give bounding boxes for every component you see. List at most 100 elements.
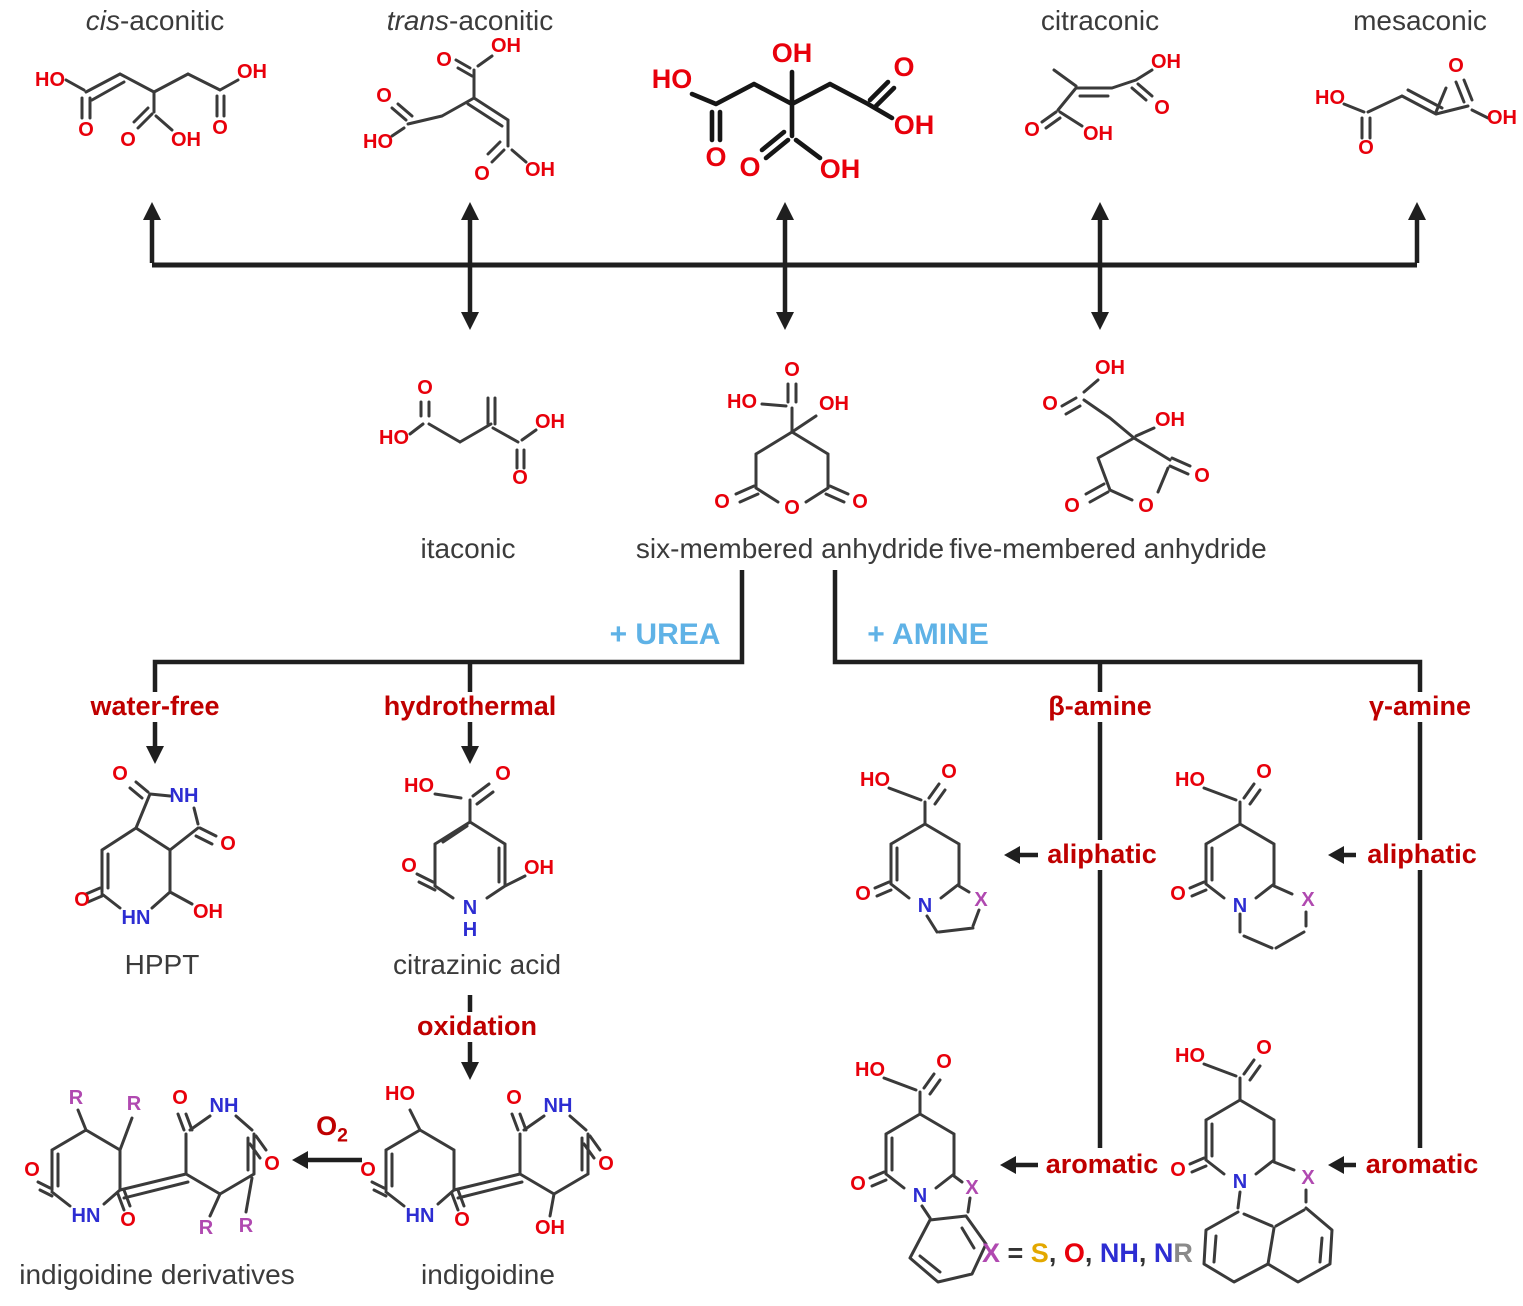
atom-label: OH (819, 393, 849, 415)
atom-label: OH (1155, 409, 1185, 431)
label-citrazinic-acid: citrazinic acid (392, 949, 562, 980)
atom-label: O (172, 1087, 188, 1109)
atom-label: O (376, 85, 392, 107)
arrowheads (143, 202, 1426, 1174)
atom-label: O (1358, 137, 1374, 159)
atom-label: O (1256, 761, 1272, 783)
atom-label: O (1042, 393, 1058, 415)
structure-gamma-amine-aliphatic-product: HO O O N X (1170, 761, 1315, 950)
atom-label: NH (170, 785, 199, 807)
atom-label: OH (491, 35, 521, 57)
structure-indigoidine: HO O NH O O HN OH O (360, 1083, 614, 1239)
legend-nr-r: R (1173, 1238, 1193, 1268)
label-o2-base: O (316, 1111, 338, 1141)
label-aliphatic-gamma: aliphatic (1361, 839, 1483, 870)
atom-label: O (78, 119, 94, 141)
legend-equals: = (1000, 1238, 1031, 1268)
label-plus-amine: + AMINE (867, 618, 989, 651)
atom-label: X (1301, 889, 1315, 911)
atom-label: O (506, 1087, 522, 1109)
structure-indigoidine-derivatives: R R O NH O O HN O R R (24, 1087, 280, 1239)
label-indigoidine: indigoidine (421, 1259, 555, 1290)
atom-label: OH (1083, 123, 1113, 145)
atom-label: O (220, 833, 236, 855)
atom-label: HO (385, 1083, 415, 1105)
vertical-connectors (149, 218, 1420, 314)
atom-label: O (598, 1153, 614, 1175)
atom-label: N (1233, 1171, 1247, 1193)
atom-label: OH (525, 159, 555, 181)
label-aromatic-beta: aromatic (1039, 1149, 1165, 1180)
atom-label: HO (35, 69, 65, 91)
label-mesaconic: mesaconic (1353, 5, 1487, 36)
atom-label: HO (1175, 1045, 1205, 1067)
atom-label: O (436, 49, 452, 71)
atom-label: HO (363, 131, 393, 153)
atom-label: HO (1175, 769, 1205, 791)
atom-label: O (1064, 495, 1080, 517)
label-six-membered-anhydride: six-membered anhydride (635, 533, 945, 564)
atom-label: O (1138, 495, 1154, 517)
label-cis-aconitic: cis-aconitic (85, 5, 225, 37)
atom-label: O (212, 117, 228, 139)
atom-label: O (495, 763, 511, 785)
atom-label: N (918, 895, 932, 917)
label-trans-aconitic-suffix: -aconitic (448, 5, 554, 36)
structure-hppt: O NH O O HN OH (74, 763, 236, 929)
atom-label: O (454, 1209, 470, 1231)
atom-label: O (1170, 1159, 1186, 1181)
label-cis-aconitic-prefix: cis (85, 5, 120, 36)
atom-label: OH (171, 129, 201, 151)
atom-label: O (714, 491, 730, 513)
structure-beta-amine-aliphatic-product: HO O O N X (855, 761, 988, 934)
label-beta-amine: β-amine (1042, 691, 1158, 722)
atom-label: HN (406, 1205, 435, 1227)
label-hydrothermal: hydrothermal (377, 691, 563, 722)
aliphatic-aromatic-arrow-lines (1012, 852, 1356, 1168)
structure-mesaconic: HO O O OH (1315, 55, 1517, 159)
atom-label: X (974, 889, 988, 911)
structure-trans-aconitic: O OH O HO O OH (363, 35, 555, 185)
label-o2: O2 (310, 1111, 354, 1147)
atom-label: X (1301, 1167, 1315, 1189)
structure-citraconic: O OH OH O (1024, 51, 1181, 145)
atom-label: OH (535, 411, 565, 433)
atom-label: NH (210, 1095, 239, 1117)
atom-label: R (127, 1093, 142, 1115)
legend-nr-n: N (1153, 1238, 1174, 1268)
legend-oxygen: O (1063, 1238, 1085, 1268)
atom-label: O (1170, 883, 1186, 905)
atom-label: OH (1151, 51, 1181, 73)
atom-label: O (705, 142, 726, 172)
label-aliphatic-beta: aliphatic (1041, 839, 1163, 870)
atom-label: OH (894, 110, 935, 140)
atom-label: O (941, 761, 957, 783)
atom-label: R (239, 1215, 254, 1237)
legend-nh: NH (1099, 1238, 1139, 1268)
amine-branch-line (832, 570, 1423, 1148)
legend-sulfur: S (1030, 1238, 1049, 1268)
atom-label: O (739, 152, 760, 182)
legend-sep: , (1084, 1238, 1100, 1268)
atom-label: R (199, 1217, 214, 1239)
atom-label: O (784, 359, 800, 381)
atom-label: OH (535, 1217, 565, 1239)
structure-six-membered-anhydride: O HO OH O O O (714, 359, 868, 519)
label-plus-urea: + UREA (609, 618, 721, 651)
atom-label: O (852, 491, 868, 513)
label-o2-subscript: 2 (337, 1124, 348, 1147)
atom-label: X (965, 1177, 979, 1199)
structure-itaconic: O HO OH O (379, 377, 565, 489)
atom-label: OH (820, 154, 861, 184)
atom-label: HO (652, 64, 693, 94)
atom-label: O (112, 763, 128, 785)
atom-label: HN (72, 1205, 101, 1227)
label-itaconic: itaconic (420, 533, 516, 564)
label-cis-aconitic-suffix: -aconitic (119, 5, 225, 36)
label-trans-aconitic-prefix: trans (386, 5, 449, 36)
legend-x: X (982, 1238, 1001, 1268)
atom-label: OH (772, 38, 813, 68)
legend-sep: , (1048, 1238, 1064, 1268)
structure-gamma-amine-aromatic-product: HO O O N X (1170, 1037, 1334, 1284)
